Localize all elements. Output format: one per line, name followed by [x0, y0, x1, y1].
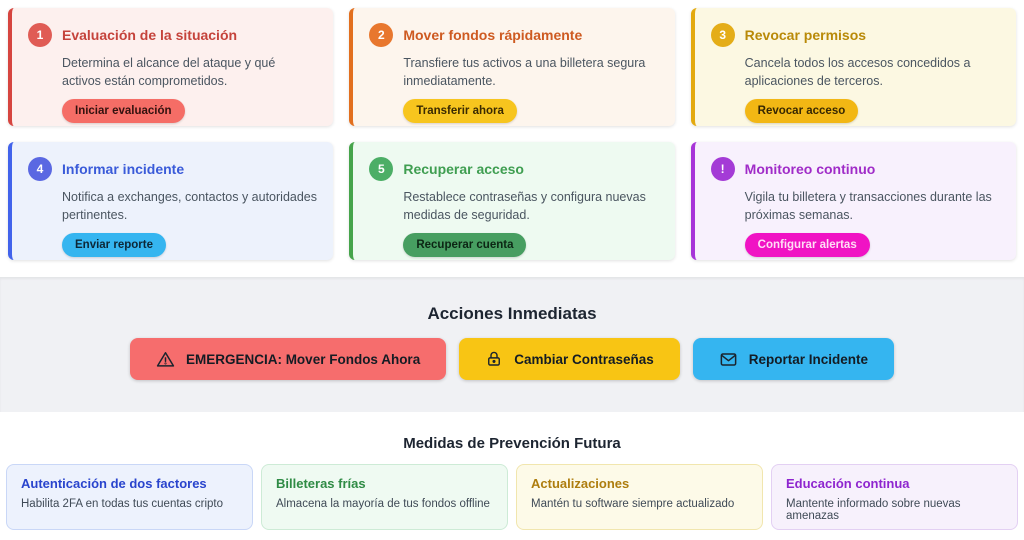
step-description: Transfiere tus activos a una billetera s… [403, 56, 646, 89]
step-action-button[interactable]: Revocar acceso [744, 99, 859, 124]
step-action-button[interactable]: Iniciar evaluación [62, 99, 185, 124]
step-card-header: ! Monitoreo continuo [710, 157, 1000, 181]
immediate-action-label: EMERGENCIA: Mover Fondos Ahora [185, 351, 421, 367]
step-card-body: Determina el alcance del ataque y qué ac… [62, 54, 317, 124]
prevention-card-title: Autenticación de dos factores [21, 476, 207, 491]
step-card-body: Transfiere tus activos a una billetera s… [403, 54, 658, 124]
step-title: Mover fondos rápidamente [403, 27, 583, 43]
prevention-card-description: Almacena la mayoría de tus fondos offlin… [276, 498, 490, 510]
immediate-action-label: Cambiar Contraseñas [514, 351, 654, 367]
step-card-header: 4 Informar incidente [28, 157, 317, 181]
step-action-button[interactable]: Transferir ahora [403, 99, 517, 124]
step-description: Restablece contraseñas y configura nueva… [403, 190, 646, 223]
step-card-header: 5 Recuperar acceso [369, 157, 658, 181]
step-card-header: 1 Evaluación de la situación [28, 23, 317, 47]
prevention-heading: Medidas de Prevención Futura [403, 435, 621, 452]
step-card-body: Restablece contraseñas y configura nueva… [403, 188, 658, 258]
immediate-actions-section: Acciones Inmediatas EMERGENCIA: Mover Fo… [0, 277, 1024, 412]
step-card-header: 3 Revocar permisos [710, 23, 1000, 47]
step-number-badge: 3 [710, 23, 735, 47]
step-action-button[interactable]: Configurar alertas [744, 233, 870, 258]
step-number-badge: ! [710, 157, 735, 181]
step-description: Determina el alcance del ataque y qué ac… [62, 56, 276, 89]
step-title: Evaluación de la situación [62, 27, 238, 43]
prevention-card-title: Billeteras frías [276, 476, 366, 491]
warning-icon [156, 350, 175, 369]
prevention-card-description: Mantente informado sobre nuevas amenazas [786, 498, 961, 522]
prevention-section: Medidas de Prevención Futura Autenticaci… [0, 435, 1024, 530]
immediate-actions-heading: Acciones Inmediatas [427, 304, 597, 323]
step-description: Vigila tu billetera y transacciones dura… [744, 190, 992, 223]
step-title: Informar incidente [62, 161, 185, 177]
step-title: Recuperar acceso [403, 161, 524, 177]
step-description: Notifica a exchanges, contactos y autori… [62, 190, 318, 223]
step-card-body: Cancela todos los accesos concedidos a a… [744, 54, 1000, 124]
step-title: Revocar permisos [744, 27, 867, 43]
immediate-action-button[interactable]: Cambiar Contraseñas [459, 338, 680, 380]
step-card-header: 2 Mover fondos rápidamente [369, 23, 658, 47]
step-action-button[interactable]: Recuperar cuenta [403, 233, 527, 258]
step-description: Cancela todos los accesos concedidos a a… [744, 56, 971, 89]
envelope-icon [719, 350, 738, 369]
step-number-badge: 2 [369, 23, 394, 47]
prevention-card-title: Actualizaciones [531, 476, 630, 491]
step-title: Monitoreo continuo [744, 161, 876, 177]
lock-icon [485, 350, 503, 368]
immediate-action-label: Reportar Incidente [748, 351, 869, 367]
prevention-card-title: Educación continua [786, 476, 910, 491]
immediate-actions-buttons: EMERGENCIA: Mover Fondos Ahora Cambiar Co… [0, 338, 1024, 380]
step-number-badge: 4 [28, 157, 52, 181]
immediate-action-button[interactable]: EMERGENCIA: Mover Fondos Ahora [129, 338, 447, 380]
step-card-body: Notifica a exchanges, contactos y autori… [62, 188, 318, 258]
prevention-card-description: Mantén tu software siempre actualizado [531, 498, 735, 510]
immediate-action-button[interactable]: Reportar Incidente [692, 338, 895, 380]
step-number-badge: 5 [369, 157, 394, 181]
step-card-body: Vigila tu billetera y transacciones dura… [744, 188, 1000, 258]
prevention-card-description: Habilita 2FA en todas tus cuentas cripto [21, 498, 224, 510]
step-number-badge: 1 [28, 23, 52, 47]
step-action-button[interactable]: Enviar reporte [62, 233, 166, 258]
